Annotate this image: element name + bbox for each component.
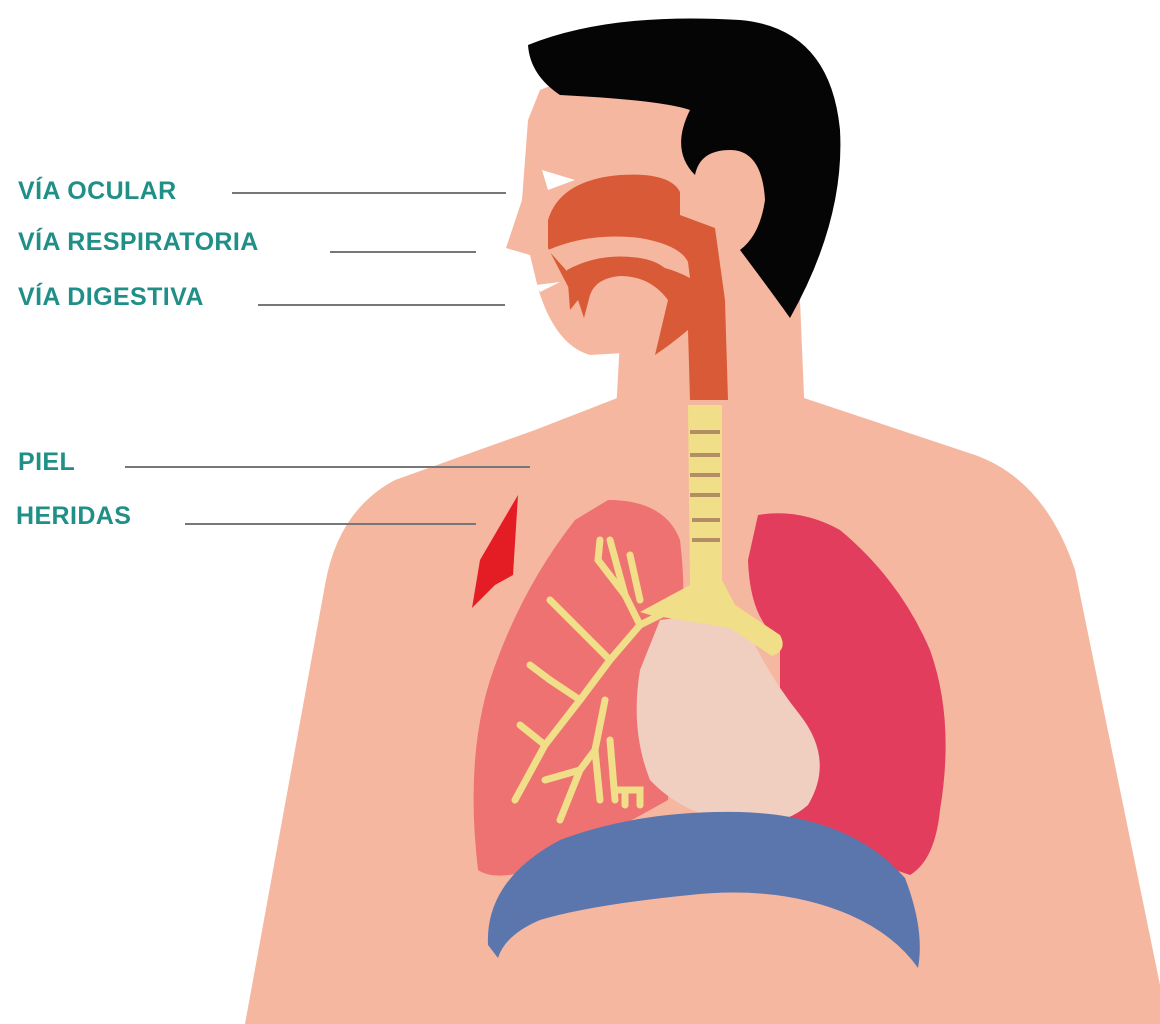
label-ocular-route: VÍA OCULAR [18, 179, 177, 204]
label-skin: PIEL [18, 450, 75, 475]
label-wounds: HERIDAS [16, 504, 131, 529]
label-digestive-route: VÍA DIGESTIVA [18, 285, 204, 310]
label-respiratory-route: VÍA RESPIRATORIA [18, 230, 259, 255]
